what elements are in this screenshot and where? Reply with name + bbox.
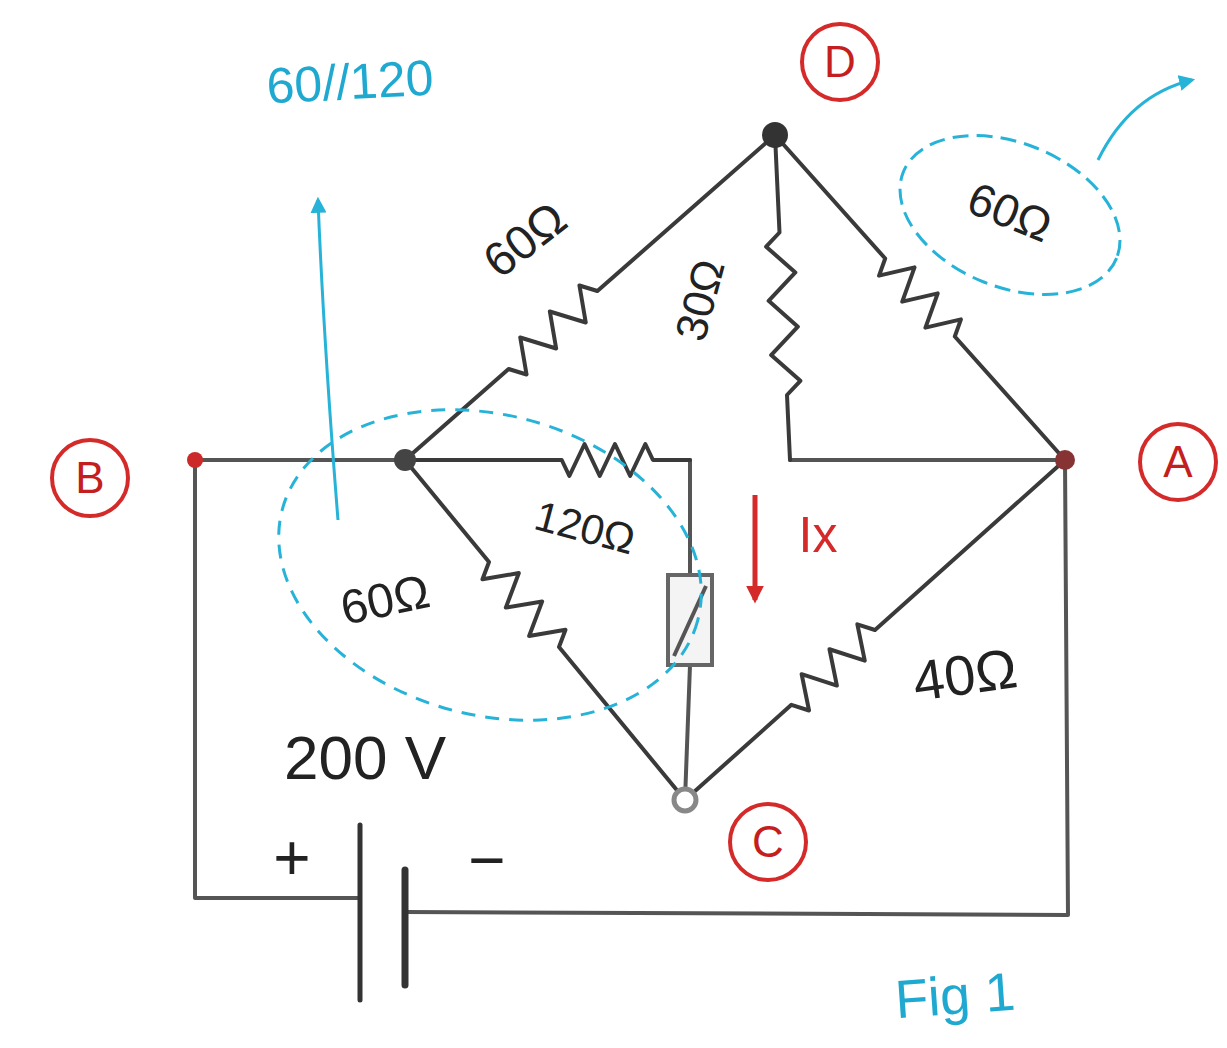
resistor-symbol — [775, 135, 1065, 460]
ammeter-symbol — [668, 575, 712, 665]
current-label: Ix — [796, 508, 841, 562]
annotation-group — [244, 80, 1192, 766]
resistor-value: 60Ω — [471, 190, 578, 290]
node-label-circle: B — [50, 438, 130, 518]
wire — [195, 458, 405, 462]
current-arrow — [753, 495, 758, 600]
grouping-cloud — [876, 105, 1143, 325]
wire — [688, 460, 692, 575]
wire — [195, 460, 360, 898]
battery-plate-long — [358, 825, 363, 1000]
node-label-circle: D — [800, 22, 880, 102]
wire — [405, 460, 1068, 915]
resistor-value: 60Ω — [333, 565, 437, 636]
node-letter: A — [1163, 440, 1192, 484]
node-letter: C — [752, 820, 784, 864]
polarity-sign: + — [270, 824, 313, 892]
node-letter: B — [75, 456, 104, 500]
grouping-loop — [244, 364, 737, 765]
wire-group — [195, 460, 1068, 915]
junction-dot — [674, 789, 696, 811]
wire — [685, 665, 690, 800]
annotation-arrow — [318, 200, 338, 520]
resistor-group — [405, 135, 1065, 800]
resistor-value: 60Ω — [958, 172, 1062, 253]
node-label-circle: C — [728, 802, 808, 882]
polarity-sign: − — [465, 826, 508, 894]
junction-dot — [1055, 450, 1075, 470]
battery-symbol — [360, 825, 405, 1000]
resistor-symbol — [405, 460, 685, 800]
terminal-dot — [187, 452, 203, 468]
junction-dot — [394, 449, 416, 471]
resistor-value: 120Ω — [527, 492, 643, 564]
annotation-arrow — [1098, 80, 1192, 160]
figure-caption: Fig 1 — [890, 962, 1020, 1029]
resistor-value: 30Ω — [665, 251, 734, 348]
node-label-circle: A — [1138, 422, 1218, 502]
resistor-symbol — [405, 444, 690, 476]
resistor-symbol — [685, 460, 1065, 800]
resistor-value: 40Ω — [906, 638, 1023, 713]
source-voltage: 200 V — [281, 725, 449, 791]
battery-plate-short — [402, 870, 409, 985]
node-letter: D — [824, 40, 856, 84]
junction-dots — [187, 122, 1075, 811]
wire — [790, 458, 1065, 462]
resistor-symbol — [766, 135, 800, 460]
group-annotation: 60//120 — [262, 51, 437, 114]
junction-dot — [762, 122, 788, 148]
element-box — [668, 575, 712, 665]
